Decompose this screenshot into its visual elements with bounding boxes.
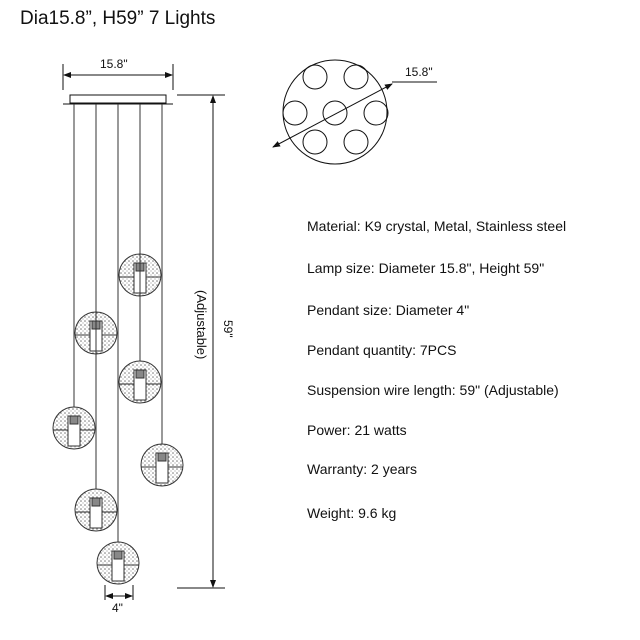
- pendant: [96, 104, 140, 585]
- spec-weight: Weight: 9.6 kg: [307, 505, 397, 521]
- pendant: [118, 104, 162, 404]
- pendant: [74, 104, 118, 532]
- width-label: 15.8": [100, 57, 128, 71]
- spec-wire-length: Suspension wire length: 59" (Adjustable): [307, 382, 559, 398]
- pendant: [140, 104, 184, 487]
- top-diameter-label: 15.8": [405, 65, 433, 79]
- top-view: [272, 59, 437, 165]
- spec-power: Power: 21 watts: [307, 422, 407, 438]
- spec-quantity: Pendant quantity: 7PCS: [307, 342, 457, 358]
- spec-material: Material: K9 crystal, Metal, Stainless s…: [307, 218, 567, 234]
- spec-lamp-size: Lamp size: Diameter 15.8", Height 59": [307, 260, 545, 276]
- adjustable-label: (Adjustable): [194, 290, 209, 359]
- height-label: 59": [221, 320, 235, 338]
- spec-pendant-size: Pendant size: Diameter 4": [307, 302, 470, 318]
- product-title: Dia15.8”, H59” 7 Lights: [20, 8, 216, 29]
- spec-warranty: Warranty: 2 years: [307, 461, 417, 477]
- pendant: [52, 104, 96, 450]
- canopy: [69, 94, 167, 104]
- pendant-width-label: 4": [112, 601, 123, 615]
